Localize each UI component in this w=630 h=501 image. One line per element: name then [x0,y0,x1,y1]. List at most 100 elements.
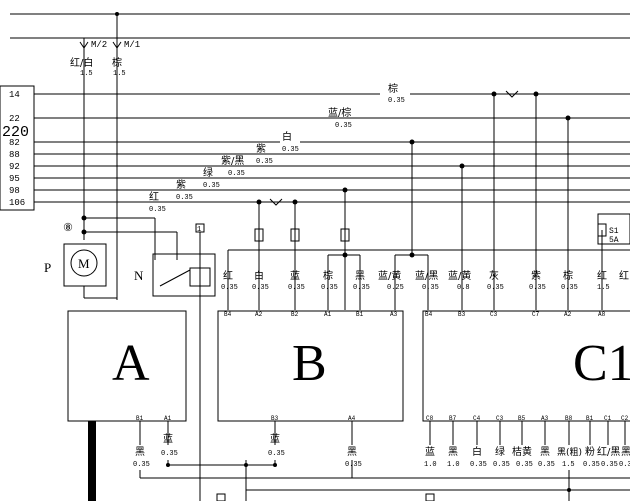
bus-wire-size: 0.35 [256,158,273,166]
block-pin: 88 [9,150,20,160]
wire-color-label: 白 [472,445,482,458]
wire-color-label: 红/黑 [597,445,620,458]
wire-color-label: 粉 [585,445,595,458]
bus-wire-size: 0.35 [282,146,299,154]
wire-size-label: 0.35 [529,284,546,292]
wire-size-label: 0.35 [288,284,305,292]
wire-color-label: 紫 [531,270,541,282]
module-pin: B3 [458,311,466,318]
wire-color-label: 红 [619,269,629,282]
wire-color-label: 黑(粗) [557,446,582,458]
module-pin: C8 [426,415,434,422]
block-pin: 92 [9,162,20,172]
wire-size-label: 1.5 [562,461,575,469]
relay-label: N [134,268,144,283]
bus-wire-color: 蓝/棕 [328,106,351,119]
wire-size-label: 0.35 [561,284,578,292]
wire-size-label: 0.35 [221,284,238,292]
module-pin: A8 [598,311,606,318]
wire-size-label: 0.35 [583,461,600,469]
block-pin: 95 [9,174,20,184]
wire-size-label: 0.35 [422,284,439,292]
module-pin: B5 [518,415,526,422]
wire-color-label: 黑 [621,446,630,458]
bus-wire-size: 0.35 [203,182,220,190]
module-pin: B8 [565,415,573,422]
wire-color-label: 蓝 [270,433,280,445]
module-pin: A1 [324,311,332,318]
module-pin: C7 [532,311,540,318]
wire-color-label: 黑 [448,446,458,458]
module-b-name: B [292,335,327,392]
bus-wire-size: 0.35 [228,170,245,178]
wire-color-label: 红 [223,269,233,282]
module-pin: C3 [496,415,504,422]
module-pin: B2 [291,311,299,318]
bus-wire-color: 紫 [256,143,266,155]
block-pin: 14 [9,90,20,100]
wire-size-label: 0.35 [133,461,150,469]
wire-size-label: 0.8 [457,284,470,292]
wire-size-label: 1.5 [597,284,610,292]
module-pin: A3 [390,311,398,318]
bus-wire-size: 0.35 [335,122,352,130]
module-pin: C2 [621,415,629,422]
wire-size-label: 0.35 [345,461,362,469]
wire-color-label: 红/白 [70,56,93,69]
bus-wire-size: 0.35 [176,194,193,202]
wire-size-label: 1.0 [447,461,460,469]
module-pin: B3 [271,415,279,422]
ground-mark: ⑧ [63,221,73,234]
bus-wire-color: 白 [282,130,292,143]
wire-size-label: 0.35 [487,284,504,292]
wire-color-label: 棕 [112,56,122,69]
wire-size-label: 0.35 [601,461,618,469]
wire-color-label: 黑 [135,446,145,458]
wire-color-label: 蓝/黄 [448,269,471,282]
wire-size-label: 0.35 [538,461,555,469]
wire-color-label: 蓝/黄 [378,269,401,282]
module-a-name: A [112,335,150,392]
bus-wire-color: 紫 [176,179,186,191]
wire-color-label: 白 [254,269,264,282]
wire-size-label: 0.35 [252,284,269,292]
module-pin: C4 [473,415,481,422]
wire-color-label: 黑 [540,446,550,458]
module-c1-name: C1 [573,335,630,392]
wire-size-label: 1.5 [113,70,126,78]
connector-pin-m1: M/1 [124,40,140,50]
bus-wire-color: 紫/黑 [221,155,244,167]
bus-wire-color: 红 [149,190,159,203]
wire-size-label: 0.35 [353,284,370,292]
wire-size-label: 0.25 [387,284,404,292]
wire-color-label: 棕 [563,269,573,282]
wire-color-label: 蓝 [425,446,435,458]
bus-wire-color: 棕 [388,82,398,95]
wire-size-label: 0.35 [161,450,178,458]
wire-color-label: 棕 [323,269,333,282]
module-pin: A3 [541,415,549,422]
wire-color-label: 绿 [495,445,505,458]
bus-wire-size: 0.35 [149,206,166,214]
wire-size-label: 0.35 [268,450,285,458]
motor-symbol: M [78,256,90,271]
fuse-label: S1 [609,227,619,236]
wire-size-label: 0.35 [619,461,630,469]
wire-color-label: 蓝 [163,433,173,445]
module-pin: B7 [449,415,457,422]
block-pin: 82 [9,138,20,148]
wire-size-label: 0.35 [516,461,533,469]
wire-size-label: 1.0 [424,461,437,469]
motor-label: P [44,260,51,275]
module-pin: A1 [164,415,172,422]
wire-color-label: 蓝/黑 [415,270,438,282]
wire-color-label: 蓝 [290,270,300,282]
module-pin: A4 [348,415,356,422]
wire-size-label: 0.35 [493,461,510,469]
module-pin: A2 [564,311,572,318]
module-pin: C1 [604,415,612,422]
fuse-rating: 5A [609,236,619,245]
wire-color-label: 红 [597,269,607,282]
relay-box-number: 1 [197,226,201,234]
module-pin: C3 [490,311,498,318]
